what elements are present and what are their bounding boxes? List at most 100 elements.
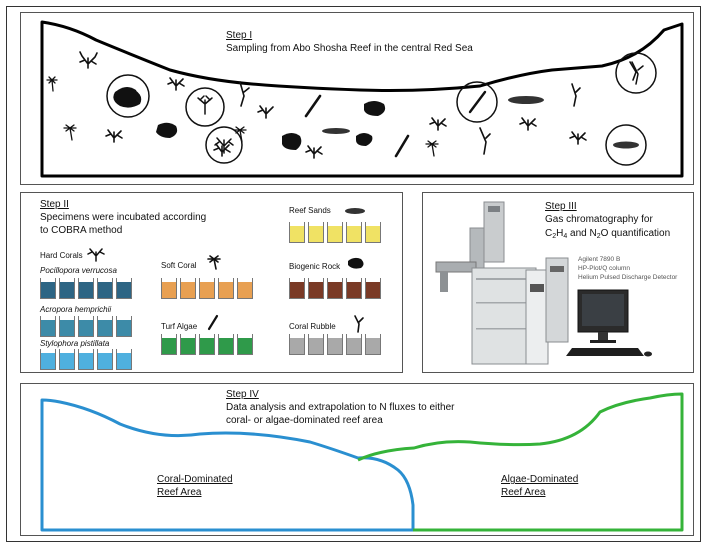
stylophora-label: Stylophora pistillata: [40, 339, 110, 348]
sample-circle: [106, 74, 150, 118]
step4-panel: [20, 383, 694, 536]
beaker: [40, 349, 56, 370]
beaker: [365, 334, 381, 355]
branching-coral-icon: [87, 248, 105, 262]
beaker: [97, 278, 113, 299]
turf-algae-icon: [207, 314, 219, 331]
branching-coral-icon: [305, 145, 323, 159]
biogenic-rock-label: Biogenic Rock: [289, 262, 341, 271]
beaker: [116, 349, 132, 370]
step1-title: Step I: [226, 30, 253, 41]
soft-coral-icon: [46, 76, 58, 92]
reef-sands-beakers: [289, 222, 381, 243]
beaker: [40, 278, 56, 299]
beaker: [97, 316, 113, 337]
beaker: [116, 316, 132, 337]
step3-title: Step III: [545, 201, 577, 212]
reef-sand-icon: [508, 96, 544, 104]
turf-algae-icon: [304, 94, 322, 118]
soft-coral-beakers: [161, 278, 253, 299]
coral-rubble-icon: [479, 127, 491, 155]
instrument-line1: Agilent 7890 B: [578, 256, 621, 263]
pocillopora-label: Pocillopora verrucosa: [40, 266, 117, 275]
coral-rubble-icon: [571, 83, 581, 107]
instrument-line2: HP-Plot/Q column: [578, 265, 631, 272]
coral-area-label-line1: Coral-Dominated: [157, 474, 233, 485]
biogenic-rock-icon: [156, 122, 178, 138]
sample-circle: [615, 52, 657, 94]
reef-sand-icon: [322, 128, 350, 134]
beaker: [365, 278, 381, 299]
biogenic-rock-icon: [282, 133, 302, 150]
beaker: [346, 334, 362, 355]
beaker: [308, 278, 324, 299]
biogenic-rock-icon: [364, 101, 386, 116]
branching-coral-icon: [213, 143, 231, 157]
formula-c-sub: 2: [552, 233, 557, 240]
beaker: [237, 278, 253, 299]
step3-line2: C2H4 and N2O quantification: [545, 228, 670, 241]
step2-description-line1: Specimens were incubated according: [40, 212, 207, 223]
beaker: [218, 278, 234, 299]
sample-circle: [456, 81, 498, 123]
gas-chromatograph-image: [435, 201, 652, 365]
figure-frame: [6, 6, 701, 542]
step3-line1: Gas chromatography for: [545, 214, 653, 225]
beaker: [346, 278, 362, 299]
beaker: [289, 222, 305, 243]
beaker: [59, 316, 75, 337]
soft-coral-icon: [63, 124, 77, 141]
branching-coral-icon: [257, 105, 274, 119]
formula-h: H: [556, 228, 564, 239]
step4-title: Step IV: [226, 389, 259, 400]
beaker: [40, 316, 56, 337]
beaker: [116, 278, 132, 299]
turf-algae-icon: [394, 134, 410, 158]
beaker: [97, 349, 113, 370]
algae-area-label-line1: Algae-Dominated: [501, 474, 579, 485]
beaker: [78, 316, 94, 337]
step4-description-line2: coral- or algae-dominated reef area: [226, 415, 383, 426]
beaker: [327, 222, 343, 243]
formula-and-n: and N: [567, 228, 597, 239]
acropora-label: Acropora hemprichii: [40, 305, 112, 314]
beaker: [346, 222, 362, 243]
beaker: [78, 278, 94, 299]
sample-circle: [205, 126, 243, 164]
coral-area-label-line2: Reef Area: [157, 487, 202, 498]
formula-h-sub: 4: [563, 233, 568, 240]
sample-circle: [605, 124, 647, 166]
beaker: [78, 349, 94, 370]
branching-coral-icon: [429, 117, 447, 131]
algae-area-label-line2: Reef Area: [501, 487, 546, 498]
beaker: [161, 278, 177, 299]
beaker: [289, 278, 305, 299]
beaker: [199, 334, 215, 355]
acropora-beakers: [40, 316, 132, 337]
branching-coral-icon: [167, 77, 185, 91]
beaker: [59, 278, 75, 299]
hard-corals-label: Hard Corals: [40, 251, 83, 260]
reef-sand-icon: [345, 208, 365, 214]
beaker: [199, 278, 215, 299]
beaker: [161, 334, 177, 355]
beaker: [308, 334, 324, 355]
branching-coral-icon: [79, 51, 98, 69]
beaker: [180, 334, 196, 355]
formula-o-rest: O quantification: [600, 228, 671, 239]
biogenic-rock-beakers: [289, 278, 381, 299]
biogenic-rock-icon: [356, 133, 373, 146]
sample-circle: [185, 87, 225, 127]
turf-algae-label: Turf Algae: [161, 322, 198, 331]
beaker: [327, 278, 343, 299]
step2-description-line2: to COBRA method: [40, 225, 123, 236]
formula-n-sub: 2: [596, 233, 601, 240]
turf-algae-beakers: [161, 334, 253, 355]
stylophora-beakers: [40, 349, 132, 370]
coral-rubble-icon: [354, 315, 364, 333]
beaker: [308, 222, 324, 243]
beaker: [180, 278, 196, 299]
beaker: [59, 349, 75, 370]
